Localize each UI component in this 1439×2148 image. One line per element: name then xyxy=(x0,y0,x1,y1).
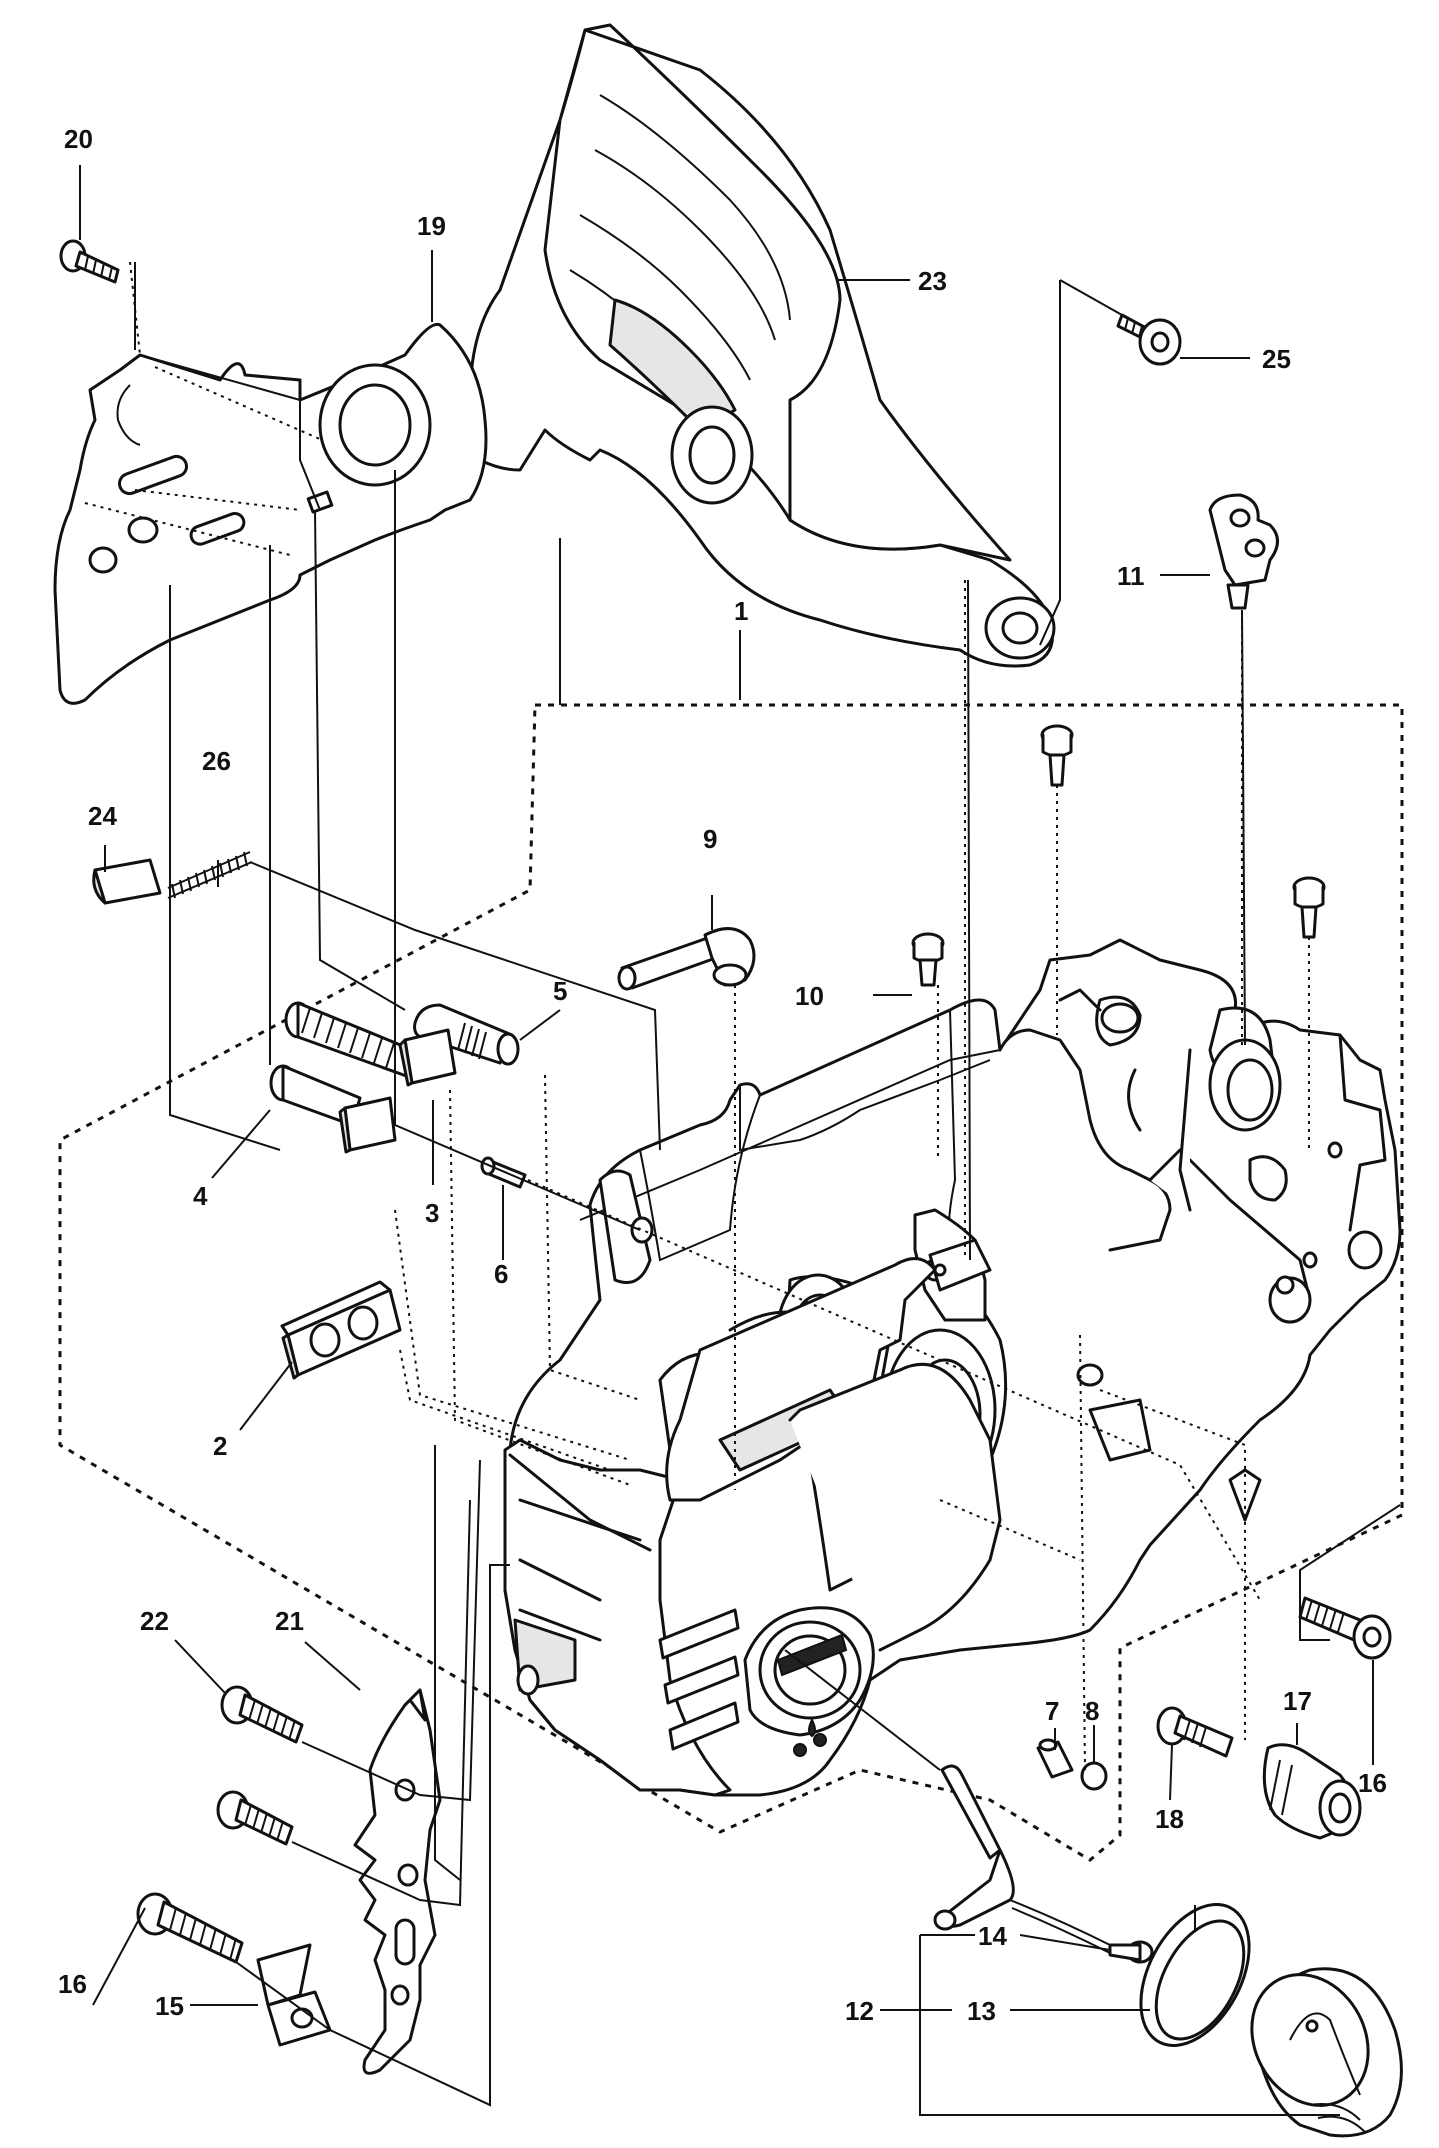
fuel-hose-14 xyxy=(933,1764,1154,1964)
oil-fuel-symbols xyxy=(793,1717,827,1757)
clip-11 xyxy=(1208,493,1279,610)
assembly-1-boundary xyxy=(58,703,1404,1862)
bolt-top xyxy=(1040,724,1074,787)
label-16-right: 16 xyxy=(1358,1768,1387,1798)
routing-lines xyxy=(134,262,1401,2116)
screw-18 xyxy=(1156,1706,1234,1758)
label-10: 10 xyxy=(795,981,824,1011)
label-23: 23 xyxy=(918,266,947,296)
label-21: 21 xyxy=(275,1606,304,1636)
fitting-17 xyxy=(1262,1743,1362,1840)
label-9: 9 xyxy=(703,824,717,854)
pin-5 xyxy=(413,1003,520,1066)
callout-leaders xyxy=(79,165,1374,2011)
label-13: 13 xyxy=(967,1996,996,2026)
screw-16-left xyxy=(136,1892,244,1964)
bolt-3 xyxy=(284,1001,457,1087)
label-25: 25 xyxy=(1262,344,1291,374)
label-8: 8 xyxy=(1085,1696,1099,1726)
plate-2 xyxy=(280,1280,402,1380)
label-12: 12 xyxy=(845,1996,874,2026)
assembly-lines xyxy=(84,261,1310,1771)
cap-8 xyxy=(1080,1761,1108,1791)
label-24: 24 xyxy=(88,801,117,831)
label-15: 15 xyxy=(155,1991,184,2021)
spring-26 xyxy=(167,851,253,899)
screw-22b xyxy=(216,1790,294,1846)
label-1: 1 xyxy=(734,596,748,626)
label-18: 18 xyxy=(1155,1804,1184,1834)
screw-16-right xyxy=(1298,1596,1392,1660)
screw-25 xyxy=(1116,313,1182,366)
label-3: 3 xyxy=(425,1198,439,1228)
label-5: 5 xyxy=(553,976,567,1006)
fuel-pipe-9 xyxy=(617,927,756,991)
label-11: 11 xyxy=(1117,561,1145,591)
part-24 xyxy=(92,858,162,905)
label-16-left: 16 xyxy=(58,1969,87,1999)
label-26: 26 xyxy=(202,746,231,776)
label-19: 19 xyxy=(417,211,446,241)
side-plate xyxy=(53,322,488,705)
fuel-cap-12 xyxy=(1250,1967,1403,2138)
seal-ring-13 xyxy=(1139,1903,1251,2047)
part-number-labels: 20 19 23 25 11 1 26 24 9 10 5 4 3 6 2 22… xyxy=(58,124,1387,2026)
label-6: 6 xyxy=(494,1259,508,1289)
screw-20 xyxy=(59,239,120,284)
screw-22a xyxy=(220,1685,304,1744)
front-handle-guard xyxy=(468,23,1056,668)
bolt-4 xyxy=(269,1064,397,1154)
label-22: 22 xyxy=(140,1606,169,1636)
bracket-15 xyxy=(256,1943,332,2047)
label-7: 7 xyxy=(1045,1696,1059,1726)
label-17: 17 xyxy=(1283,1686,1312,1716)
bolt-10 xyxy=(911,932,945,987)
crankcase xyxy=(503,938,1402,1797)
label-2: 2 xyxy=(213,1431,227,1461)
label-4: 4 xyxy=(193,1181,208,1211)
label-14: 14 xyxy=(978,1921,1007,1951)
bumper-spike xyxy=(353,1688,442,2075)
bolt-right xyxy=(1292,876,1326,939)
label-20: 20 xyxy=(64,124,93,154)
